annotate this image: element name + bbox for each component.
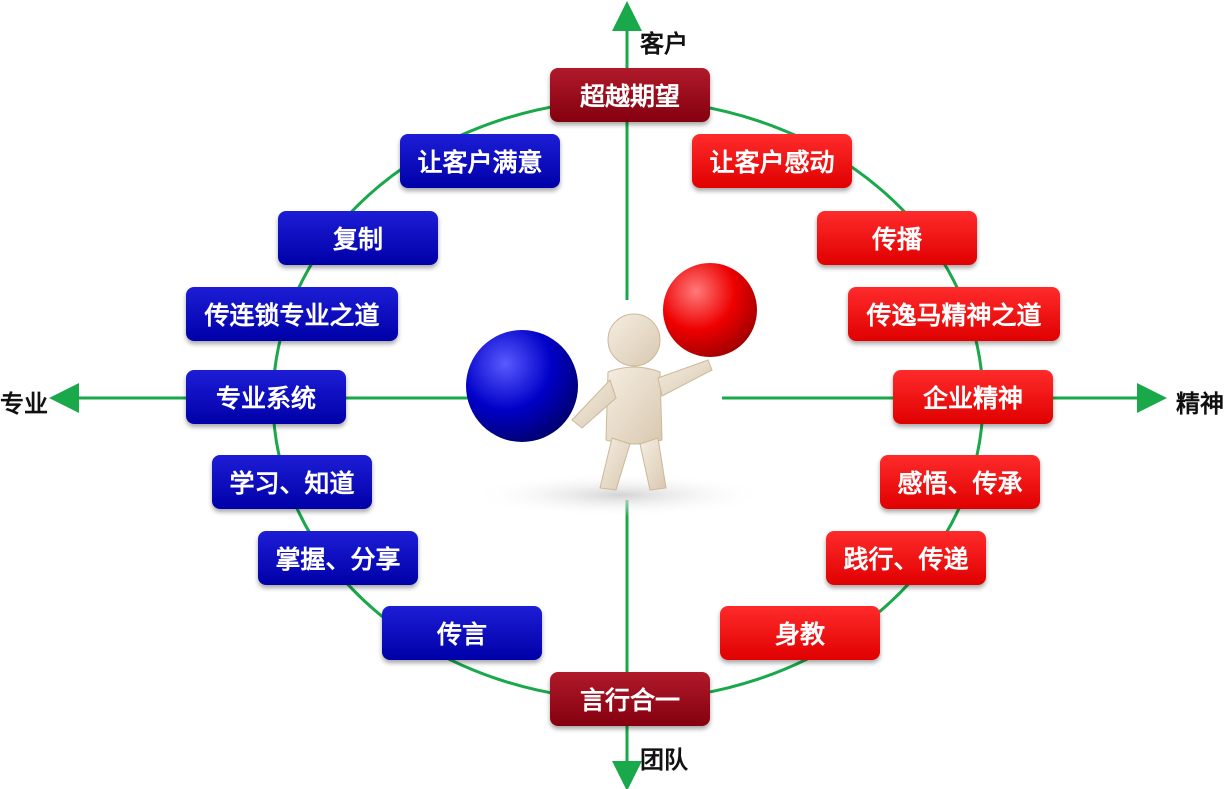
red-ball [663, 263, 757, 357]
node-right-7: 身教 [720, 606, 880, 660]
person-figure-icon [571, 313, 713, 491]
axis-label-top: 客户 [640, 30, 688, 58]
figure-illustration [466, 263, 770, 517]
node-left-1: 让客户满意 [400, 134, 560, 188]
node-right-6: 践行、传递 [826, 531, 986, 585]
axis-label-right: 精神 [1176, 390, 1224, 418]
node-right-4: 企业精神 [893, 370, 1053, 424]
node-right-2: 传播 [817, 211, 977, 265]
axis-label-left: 专业 [0, 390, 48, 418]
node-left-7: 传言 [382, 606, 542, 660]
node-right-3: 传逸马精神之道 [848, 287, 1060, 341]
node-left-3: 传连锁专业之道 [186, 287, 398, 341]
node-bottom: 言行合一 [550, 672, 710, 726]
node-left-6: 掌握、分享 [258, 531, 418, 585]
node-top: 超越期望 [550, 68, 710, 122]
axis-label-bottom: 团队 [640, 746, 688, 774]
node-right-1: 让客户感动 [692, 134, 852, 188]
node-left-5: 学习、知道 [212, 455, 372, 509]
floor-shadow [470, 473, 770, 517]
node-left-4: 专业系统 [186, 370, 346, 424]
node-left-2: 复制 [278, 211, 438, 265]
blue-ball [466, 330, 578, 442]
node-right-5: 感悟、传承 [880, 455, 1040, 509]
